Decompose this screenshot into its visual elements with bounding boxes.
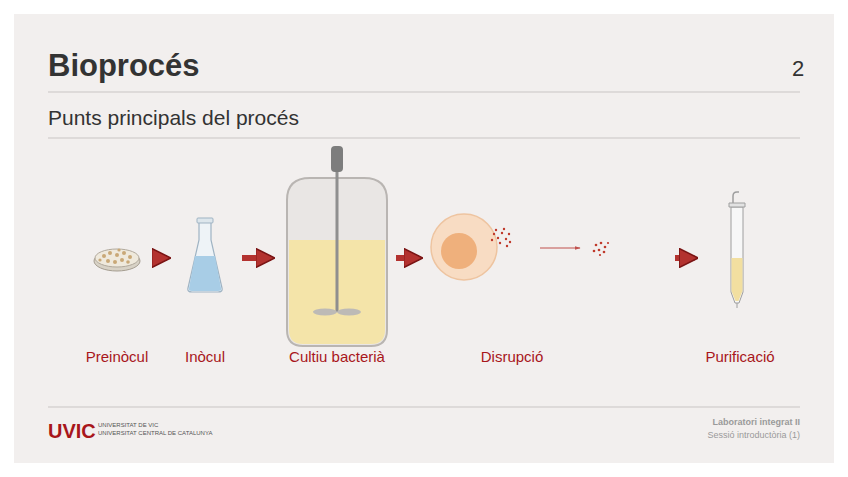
process-stage: Preinòcul [78, 225, 152, 365]
process-arrow [396, 255, 419, 261]
session-name: Sessió introductòria (1) [707, 430, 800, 440]
slide-title: Bioprocés [48, 48, 200, 84]
footer-rule [48, 407, 800, 408]
logo-text: UVIC [48, 420, 96, 443]
bioreactor [287, 146, 387, 346]
stage-label: Cultiu bacterià [289, 348, 385, 365]
purification-column [729, 192, 745, 308]
course-name: Laboratori integrat II [712, 417, 800, 427]
cell-disruption [431, 214, 609, 280]
slide-subtitle: Punts principals del procés [48, 106, 299, 130]
process-arrow [154, 255, 167, 261]
process-stage: Inòcul [176, 210, 240, 365]
subtitle-rule [48, 138, 800, 139]
stage-label: Inòcul [185, 348, 225, 365]
stage-label: Preinòcul [86, 348, 149, 365]
slide-number: 2 [792, 56, 804, 82]
petri-dish [94, 248, 140, 271]
process-arrow [675, 255, 694, 261]
process-arrow [242, 255, 271, 261]
stage-label: Purificació [705, 348, 774, 365]
process-stage: Cultiu bacterià [280, 145, 394, 365]
stage-label: Disrupció [481, 348, 544, 365]
university-name: UNIVERSITAT DE VIC [98, 422, 158, 428]
process-stage: Purificació [703, 188, 776, 365]
process-stage: Disrupció [428, 200, 673, 365]
university-name: UNIVERSITAT CENTRAL DE CATALUNYA [98, 430, 212, 436]
erlenmeyer-flask [188, 218, 222, 292]
title-rule [48, 92, 800, 93]
